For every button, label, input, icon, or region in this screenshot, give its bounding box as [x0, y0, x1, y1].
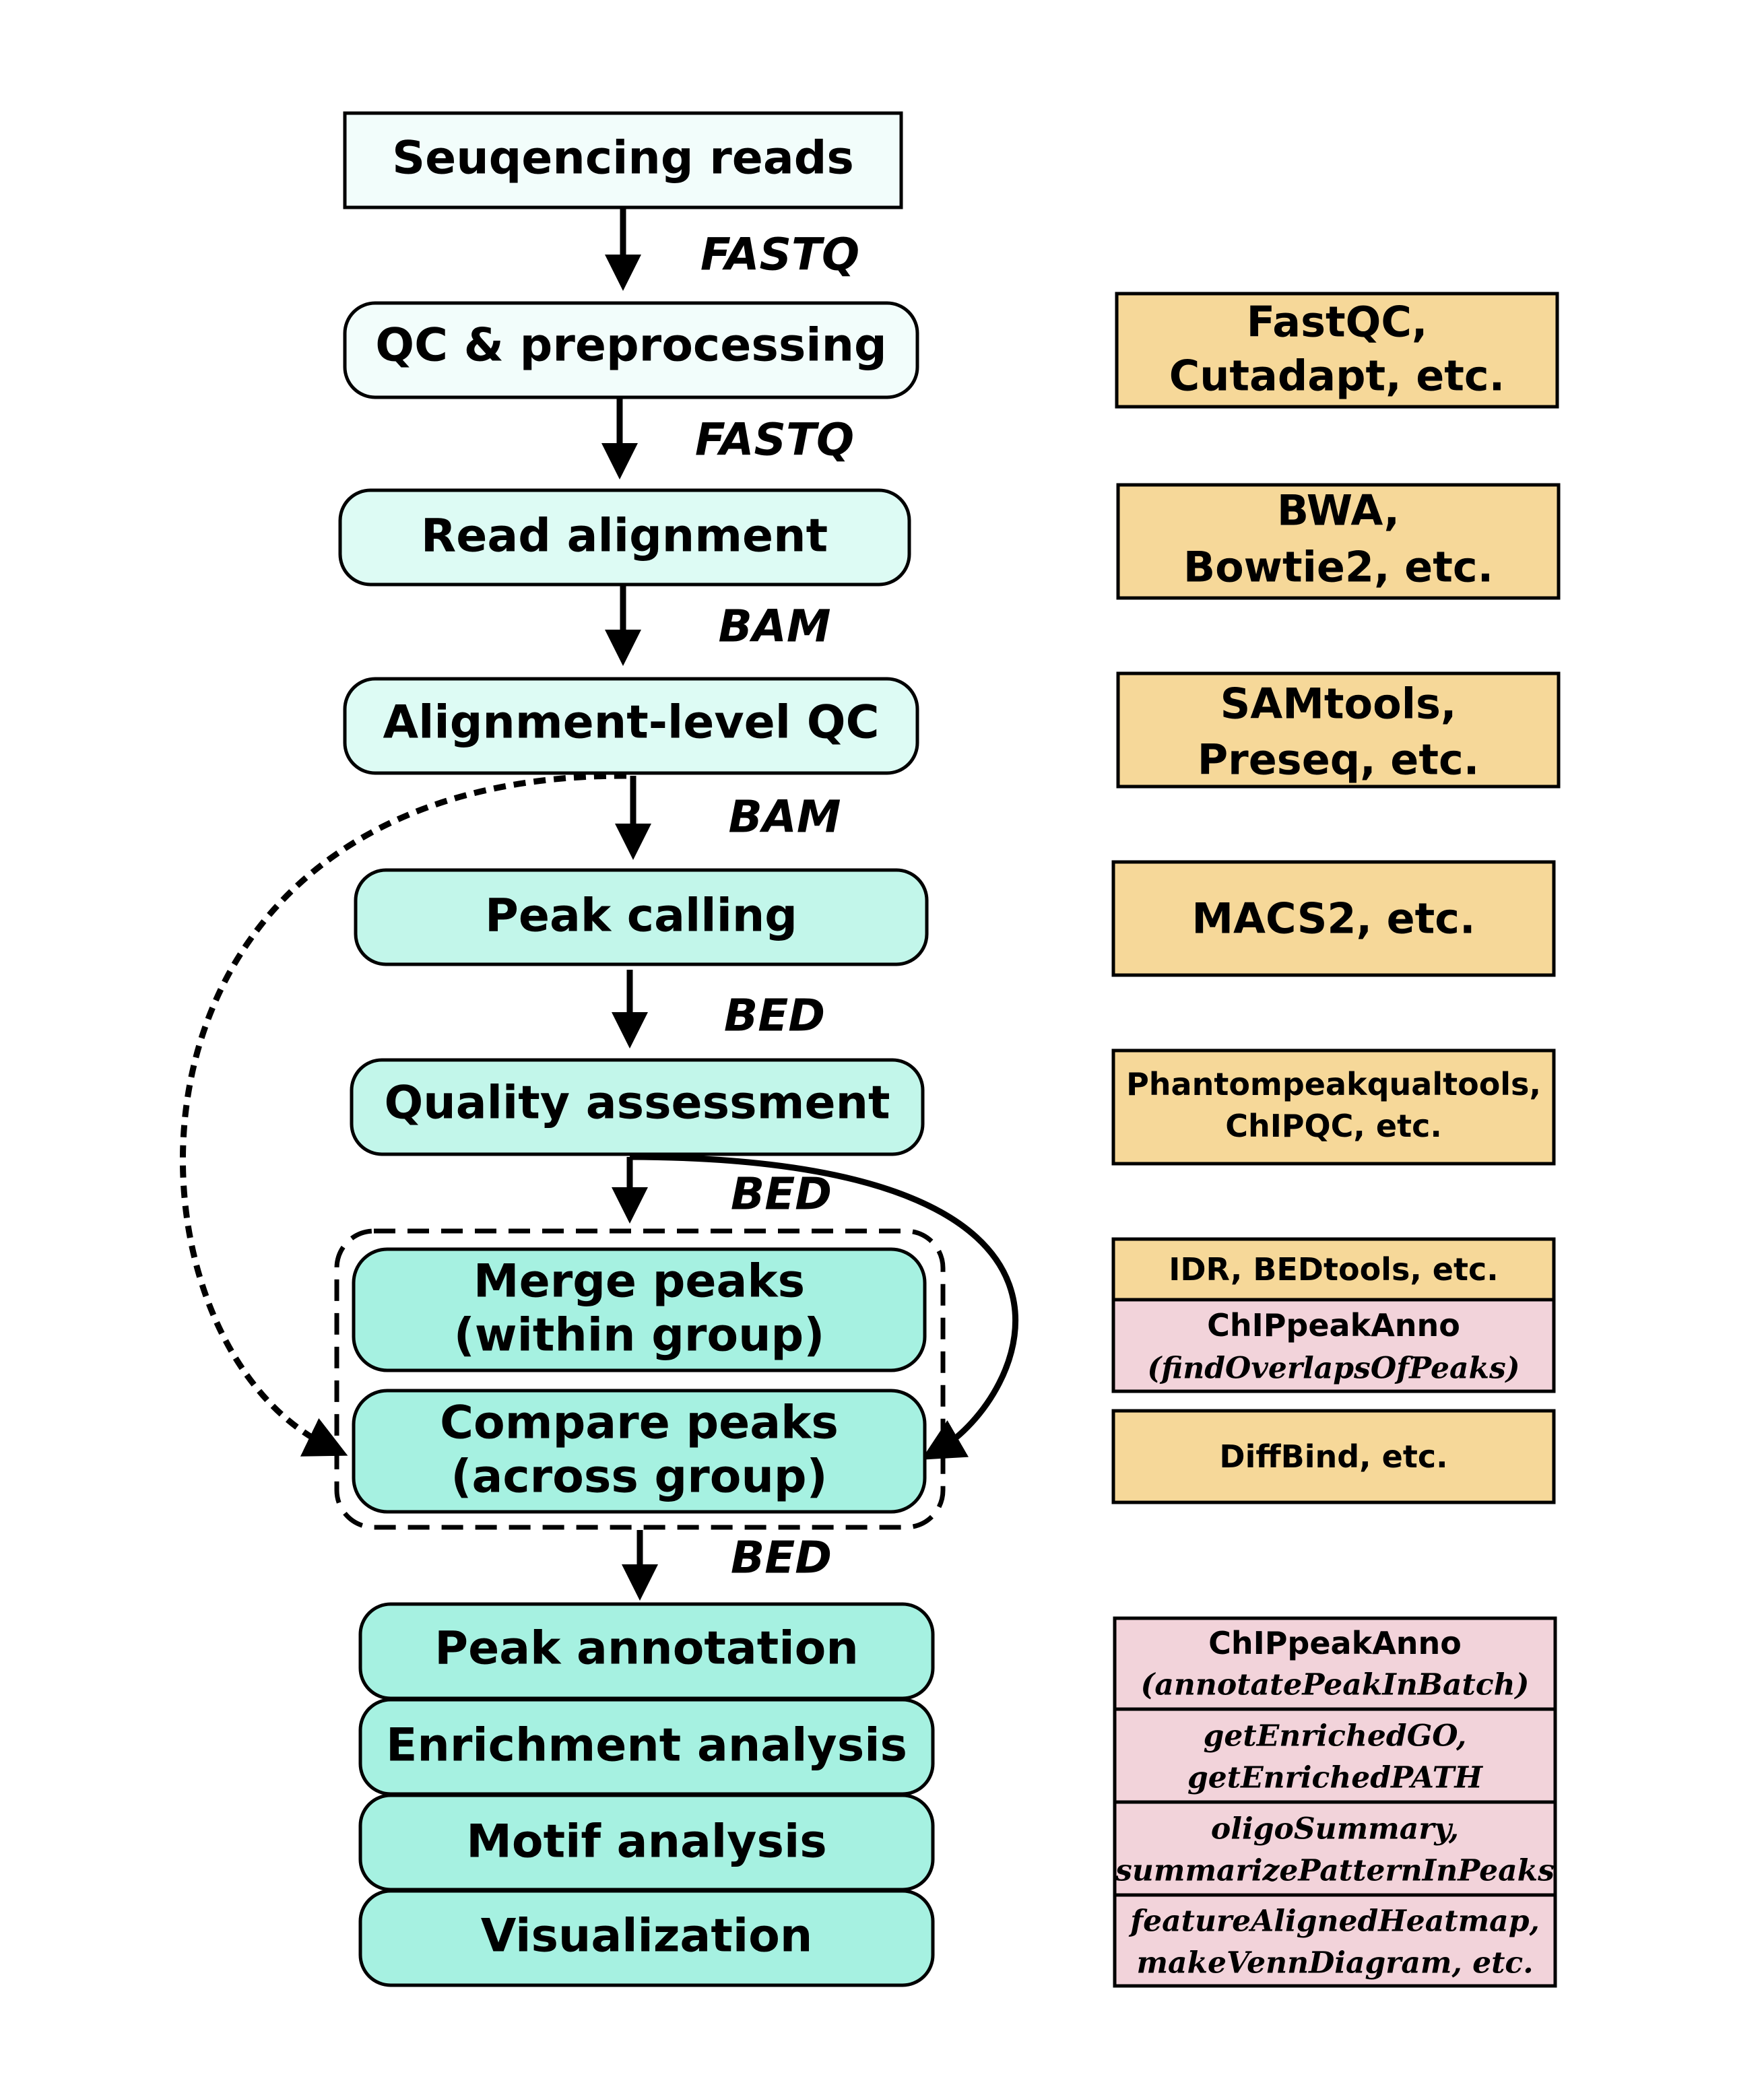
svg-text:(findOverlapsOfPeaks): (findOverlapsOfPeaks) [1147, 1352, 1520, 1386]
svg-text:Compare peaks: Compare peaks [440, 1397, 839, 1450]
format-label: BED [724, 990, 825, 1042]
svg-text:Cutadapt, etc.: Cutadapt, etc. [1169, 352, 1505, 401]
step-read-alignment: Read alignment [338, 488, 911, 587]
svg-text:(annotatePeakInBatch): (annotatePeakInBatch) [1141, 1668, 1530, 1702]
curved-arrow-quality-to-compare [629, 1154, 1019, 1460]
svg-text:Seuqencing reads: Seuqencing reads [392, 132, 854, 185]
svg-text:IDR, BEDtools, etc.: IDR, BEDtools, etc. [1169, 1251, 1499, 1288]
svg-text:getEnrichedPATH: getEnrichedPATH [1187, 1761, 1483, 1795]
format-label: BED [731, 1532, 832, 1584]
svg-text:Peak calling: Peak calling [485, 890, 797, 943]
step-quality-assessment: Quality assessment [350, 1058, 925, 1156]
svg-text:Peak annotation: Peak annotation [434, 1622, 859, 1675]
svg-text:Read alignment: Read alignment [421, 510, 828, 563]
svg-text:QC & preprocessing: QC & preprocessing [375, 319, 886, 372]
format-label: BAM [728, 791, 841, 843]
step-alignment-level-qc: Alignment-level QC [343, 677, 919, 775]
tool-box-fastqc: FastQC, Cutadapt, etc. [1115, 292, 1559, 409]
svg-text:Bowtie2, etc.: Bowtie2, etc. [1183, 543, 1493, 592]
svg-text:Alignment-level QC: Alignment-level QC [383, 696, 879, 750]
format-label: BAM [718, 601, 830, 653]
step-peak-annotation: Peak annotation [358, 1602, 935, 1700]
dotted-bypass-arrow [179, 772, 627, 1457]
step-compare-peaks: Compare peaks (across group) [352, 1389, 927, 1514]
step-visualization: Visualization [358, 1889, 935, 1987]
format-label: FASTQ [695, 414, 854, 466]
step-enrichment-analysis: Enrichment analysis [358, 1698, 935, 1796]
svg-text:FastQC,: FastQC, [1247, 298, 1428, 347]
step-merge-peaks: Merge peaks (within group) [352, 1247, 927, 1372]
format-label: FASTQ [700, 229, 859, 281]
tool-box-macs2: MACS2, etc. [1111, 860, 1556, 977]
step-sequencing-reads: Seuqencing reads [343, 111, 903, 209]
step-motif-analysis: Motif analysis [358, 1793, 935, 1892]
tool-box-diffbind: DiffBind, etc. [1111, 1409, 1556, 1504]
svg-text:MACS2, etc.: MACS2, etc. [1191, 894, 1475, 943]
tool-box-motif: oligoSummary, summarizePatternInPeaks [1113, 1800, 1557, 1897]
format-label: BED [731, 1168, 832, 1220]
tool-box-idr: IDR, BEDtools, etc. [1111, 1237, 1556, 1302]
svg-text:Preseq, etc.: Preseq, etc. [1198, 735, 1480, 785]
svg-text:getEnrichedGO,: getEnrichedGO, [1204, 1719, 1467, 1754]
svg-text:Quality assessment: Quality assessment [384, 1077, 890, 1130]
svg-text:ChIPQC, etc.: ChIPQC, etc. [1225, 1108, 1442, 1144]
svg-text:(within group): (within group) [454, 1309, 825, 1362]
tool-box-visualization: featureAlignedHeatmap, makeVennDiagram, … [1113, 1893, 1557, 1988]
svg-text:Phantompeakqualtools,: Phantompeakqualtools, [1126, 1066, 1541, 1102]
svg-text:SAMtools,: SAMtools, [1220, 679, 1457, 729]
svg-text:ChIPpeakAnno: ChIPpeakAnno [1208, 1625, 1462, 1661]
step-peak-calling: Peak calling [354, 868, 929, 966]
svg-text:Visualization: Visualization [481, 1910, 813, 1963]
svg-text:oligoSummary,: oligoSummary, [1211, 1812, 1459, 1847]
svg-text:Merge peaks: Merge peaks [473, 1255, 805, 1308]
svg-text:makeVennDiagram, etc.: makeVennDiagram, etc. [1136, 1946, 1533, 1981]
svg-text:Enrichment analysis: Enrichment analysis [386, 1719, 907, 1772]
tool-box-samtools: SAMtools, Preseq, etc. [1116, 671, 1561, 789]
tool-box-enrichment: getEnrichedGO, getEnrichedPATH [1113, 1707, 1557, 1804]
svg-text:summarizePatternInPeaks: summarizePatternInPeaks [1115, 1854, 1555, 1888]
svg-text:(across group): (across group) [451, 1451, 827, 1504]
tool-box-chippeakanno-annotate: ChIPpeakAnno (annotatePeakInBatch) [1113, 1616, 1557, 1711]
tool-box-phantompeakqualtools: Phantompeakqualtools, ChIPQC, etc. [1111, 1049, 1556, 1166]
svg-text:ChIPpeakAnno: ChIPpeakAnno [1207, 1307, 1460, 1343]
svg-text:Motif analysis: Motif analysis [466, 1816, 827, 1869]
tool-box-bwa: BWA, Bowtie2, etc. [1116, 483, 1561, 600]
svg-text:BWA,: BWA, [1277, 486, 1400, 535]
tool-box-chippeakanno-overlap: ChIPpeakAnno (findOverlapsOfPeaks) [1111, 1298, 1556, 1393]
svg-text:DiffBind, etc.: DiffBind, etc. [1219, 1438, 1447, 1475]
step-qc-preprocessing: QC & preprocessing [343, 301, 919, 399]
svg-text:featureAlignedHeatmap,: featureAlignedHeatmap, [1128, 1904, 1540, 1939]
